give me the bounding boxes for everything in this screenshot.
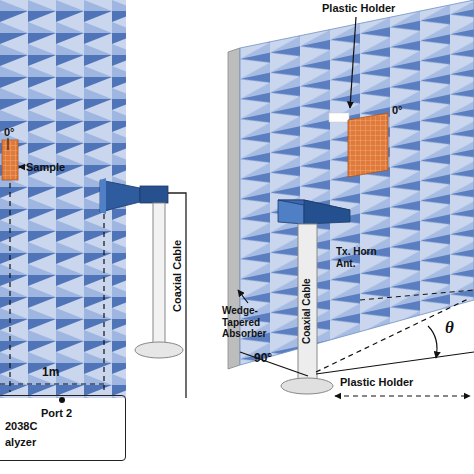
angle-label: 0° bbox=[392, 104, 403, 117]
angle-mark bbox=[8, 138, 9, 150]
leader-line bbox=[19, 166, 24, 167]
part-label: Tx. Horn Ant. bbox=[336, 246, 384, 269]
node-text: Port 2 bbox=[41, 407, 72, 419]
part-label: Sample bbox=[26, 161, 65, 174]
coaxial-cable bbox=[168, 193, 186, 398]
stand-base bbox=[135, 342, 183, 358]
sample bbox=[2, 140, 18, 180]
motion-arrow bbox=[335, 395, 470, 396]
horn-antenna bbox=[100, 178, 106, 214]
absorber-wall bbox=[240, 0, 474, 365]
angle-line bbox=[316, 352, 474, 374]
node-text: 2038C bbox=[5, 420, 37, 432]
dimension-line bbox=[0, 383, 104, 384]
dimension-line bbox=[103, 205, 104, 392]
cable-label: Coaxial Cable bbox=[171, 240, 184, 312]
dimension-label: 1m bbox=[42, 366, 59, 380]
angle-label: 0° bbox=[4, 126, 15, 139]
analyzer-box: Port 2 2038C alyzer bbox=[0, 395, 126, 461]
sample bbox=[348, 113, 388, 177]
port-dot bbox=[59, 397, 65, 403]
antenna-stand bbox=[298, 224, 317, 384]
angle-line bbox=[316, 298, 470, 372]
plastic-holder bbox=[329, 113, 349, 122]
angle-arc bbox=[428, 326, 437, 358]
angle-symbol: θ bbox=[445, 318, 454, 338]
part-label: Plastic Holder bbox=[322, 2, 395, 15]
part-label: Plastic Holder bbox=[340, 376, 413, 389]
dimension-line bbox=[9, 183, 10, 392]
leader-line bbox=[238, 290, 248, 303]
cable-label: Coaxial Cable bbox=[301, 278, 313, 344]
angle-label: 90° bbox=[254, 352, 272, 366]
angle-line bbox=[240, 352, 308, 376]
antenna-stand bbox=[153, 203, 165, 346]
angle-line bbox=[360, 290, 474, 300]
node-text: alyzer bbox=[5, 436, 36, 448]
leader-line bbox=[350, 17, 356, 108]
stand-base bbox=[281, 378, 333, 394]
waveguide bbox=[140, 186, 168, 203]
horn-antenna bbox=[304, 200, 350, 224]
part-label: Wedge-Tapered Absorber bbox=[222, 305, 288, 340]
